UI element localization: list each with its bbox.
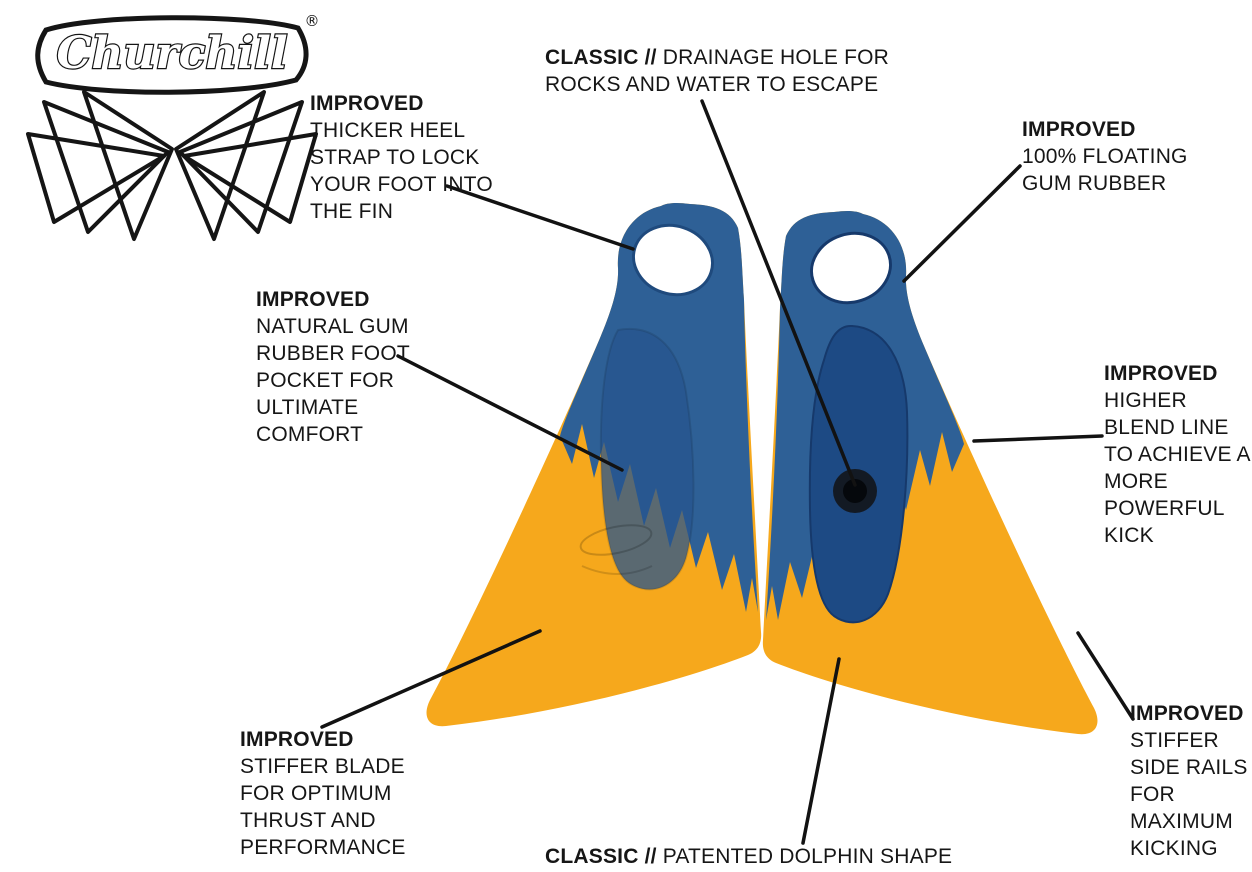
callout-heel-strap: IMPROVED THICKER HEEL STRAP TO LOCK YOUR …: [310, 90, 502, 225]
left-fin-emboss-logo: [579, 524, 653, 556]
callout-lines: [320, 99, 1135, 845]
left-fin-heel-opening: [632, 223, 714, 297]
callout-floating-gum-rubber: IMPROVED 100% FLOATING GUM RUBBER: [1022, 116, 1222, 197]
callout-heading: IMPROVED: [1130, 702, 1244, 725]
logo-fins-wireframe: [26, 90, 318, 241]
left-fin: [426, 202, 762, 727]
callout-body: PATENTED DOLPHIN SHAPE: [662, 845, 953, 868]
drainage-hole-core: [843, 479, 867, 503]
callout-body: STIFFER SIDE RAILS FOR MAXIMUM KICKING: [1130, 729, 1248, 860]
callout-heading: IMPROVED: [1104, 362, 1218, 385]
callout-line-heel-strap: [445, 184, 635, 251]
callout-body: HIGHER BLEND LINE TO ACHIEVE A MORE POWE…: [1104, 389, 1250, 547]
callout-line-side-rails: [1076, 631, 1135, 721]
callout-drainage-hole: CLASSIC // DRAINAGE HOLE FOR ROCKS AND W…: [545, 44, 917, 98]
callout-heading: IMPROVED: [1022, 118, 1136, 141]
left-fin-foot-pocket: [599, 328, 695, 591]
logo-outline-blob: [35, 15, 309, 95]
callout-heading: IMPROVED: [256, 288, 370, 311]
callout-dolphin-shape: CLASSIC // PATENTED DOLPHIN SHAPE: [545, 843, 985, 870]
left-fin-emboss-curve: [581, 565, 653, 575]
callout-foot-pocket: IMPROVED NATURAL GUM RUBBER FOOT POCKET F…: [256, 286, 448, 448]
callout-body: DRAINAGE HOLE FOR ROCKS AND WATER TO ESC…: [545, 46, 890, 96]
right-fin: [762, 210, 1098, 735]
callout-body: STIFFER BLADE FOR OPTIMUM THRUST AND PER…: [240, 755, 406, 859]
callout-body: 100% FLOATING GUM RUBBER: [1022, 145, 1188, 195]
callout-heading: IMPROVED: [240, 728, 354, 751]
logo-wordmark: Churchill: [56, 28, 287, 79]
callout-heading: CLASSIC //: [545, 845, 657, 868]
callout-blend-line: IMPROVED HIGHER BLEND LINE TO ACHIEVE A M…: [1104, 360, 1252, 549]
callout-body: THICKER HEEL STRAP TO LOCK YOUR FOOT INT…: [310, 119, 493, 223]
callout-side-rails: IMPROVED STIFFER SIDE RAILS FOR MAXIMUM K…: [1130, 700, 1252, 862]
callout-line-floating-gum-rubber: [902, 164, 1022, 283]
churchill-logo: Churchill ®: [26, 12, 320, 241]
callout-line-dolphin-shape: [801, 657, 841, 845]
callout-line-foot-pocket: [396, 354, 624, 472]
callout-heading: CLASSIC //: [545, 46, 657, 69]
right-fin-heel-opening: [810, 231, 892, 305]
callout-stiffer-blade: IMPROVED STIFFER BLADE FOR OPTIMUM THRUST…: [240, 726, 442, 861]
logo-registered-mark: ®: [305, 12, 320, 30]
callout-line-stiffer-blade: [320, 629, 542, 729]
callout-body: NATURAL GUM RUBBER FOOT POCKET FOR ULTIM…: [256, 315, 410, 446]
callout-heading: IMPROVED: [310, 92, 424, 115]
callout-line-drainage-hole: [700, 99, 857, 487]
callout-line-blend-line: [972, 434, 1104, 443]
